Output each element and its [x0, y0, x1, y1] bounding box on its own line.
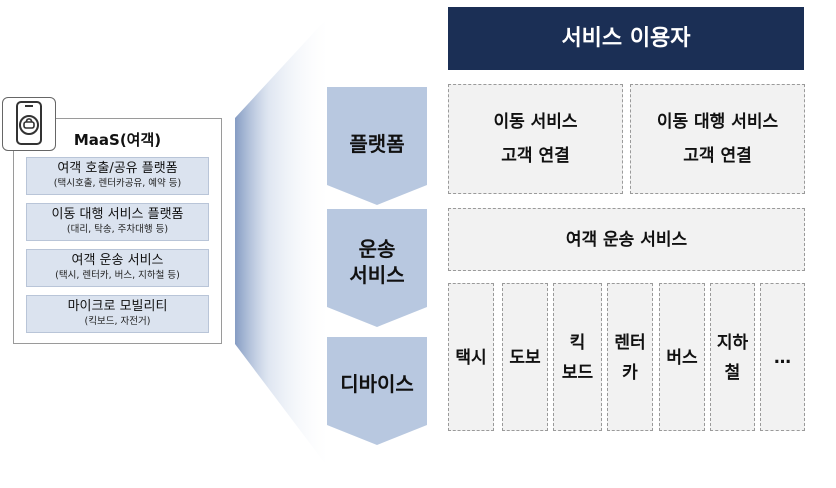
maas-item-main: 마이크로 모빌리티 [67, 299, 168, 314]
maas-item-main: 이동 대행 서비스 플랫폼 [51, 207, 184, 222]
chevron-shape [327, 87, 427, 205]
device-label-line: 택시 [455, 348, 487, 368]
maas-item-sub: (대리, 탁송, 주차대행 등) [66, 224, 169, 235]
maas-item-sub: (택시호출, 렌터카공유, 예약 등) [53, 178, 182, 189]
maas-item-main: 여객 운송 서비스 [71, 253, 164, 268]
device-label-line: 버스 [666, 348, 698, 368]
device-label-line: … [774, 348, 791, 368]
maas-item-sub: (킥보드, 자전거) [84, 316, 151, 327]
maas-item: 이동 대행 서비스 플랫폼 (대리, 탁송, 주차대행 등) [26, 203, 209, 241]
device-label-line: 도보 [509, 348, 541, 368]
layer-label: 운송 서비스 [327, 236, 427, 288]
device-box: 버스 [659, 283, 705, 431]
device-box: … [760, 283, 805, 431]
device-box: 렌터 카 [607, 283, 653, 431]
funnel-band [235, 15, 330, 470]
maas-item: 마이크로 모빌리티 (킥보드, 자전거) [26, 295, 209, 333]
layer-label: 플랫폼 [327, 131, 427, 157]
platform-box-line: 고객 연결 [501, 146, 570, 166]
maas-card: MaaS(여객) 여객 호출/공유 플랫폼 (택시호출, 렌터카공유, 예약 등… [13, 118, 222, 344]
device-label-line: 카 [622, 363, 638, 383]
platform-box-line: 이동 대행 서비스 [656, 112, 779, 132]
maas-item: 여객 운송 서비스 (택시, 렌터카, 버스, 지하철 등) [26, 249, 209, 287]
layer-label-line: 플랫폼 [349, 132, 405, 156]
phone-car-icon [16, 101, 42, 145]
maas-item-sub: (택시, 렌터카, 버스, 지하철 등) [55, 270, 180, 281]
device-label-line: 지하 [716, 333, 749, 353]
mobile-car-app-icon [2, 97, 56, 151]
maas-card-title: MaaS(여객) [73, 131, 162, 149]
device-label-line: 철 [724, 363, 741, 383]
device-label-line: 킥 [569, 333, 586, 353]
platform-box: 이동 대행 서비스 고객 연결 [630, 84, 805, 194]
service-user-header: 서비스 이용자 [448, 7, 804, 70]
device-box: 도보 [502, 283, 548, 431]
layer-label-line: 서비스 [349, 263, 405, 287]
layer-chevron-platform: 플랫폼 [327, 87, 427, 205]
layer-label: 디바이스 [327, 371, 427, 397]
device-box: 킥 보드 [553, 283, 602, 431]
transport-service-box: 여객 운송 서비스 [448, 208, 805, 271]
layer-chevron-device: 디바이스 [327, 337, 427, 445]
platform-box-line: 고객 연결 [683, 146, 752, 166]
device-label-line: 보드 [561, 363, 594, 383]
chevron-shape [327, 337, 427, 445]
platform-box-line: 이동 서비스 [493, 112, 578, 132]
device-box: 택시 [448, 283, 494, 431]
platform-box: 이동 서비스 고객 연결 [448, 84, 623, 194]
device-label-line: 렌터 [614, 333, 646, 353]
maas-item: 여객 호출/공유 플랫폼 (택시호출, 렌터카공유, 예약 등) [26, 157, 209, 195]
layer-chevron-transport: 운송 서비스 [327, 209, 427, 327]
chevron-shape [327, 209, 427, 327]
device-box: 지하 철 [710, 283, 755, 431]
maas-item-main: 여객 호출/공유 플랫폼 [57, 161, 178, 176]
layer-label-line: 운송 [358, 237, 396, 261]
layer-label-line: 디바이스 [340, 372, 414, 396]
